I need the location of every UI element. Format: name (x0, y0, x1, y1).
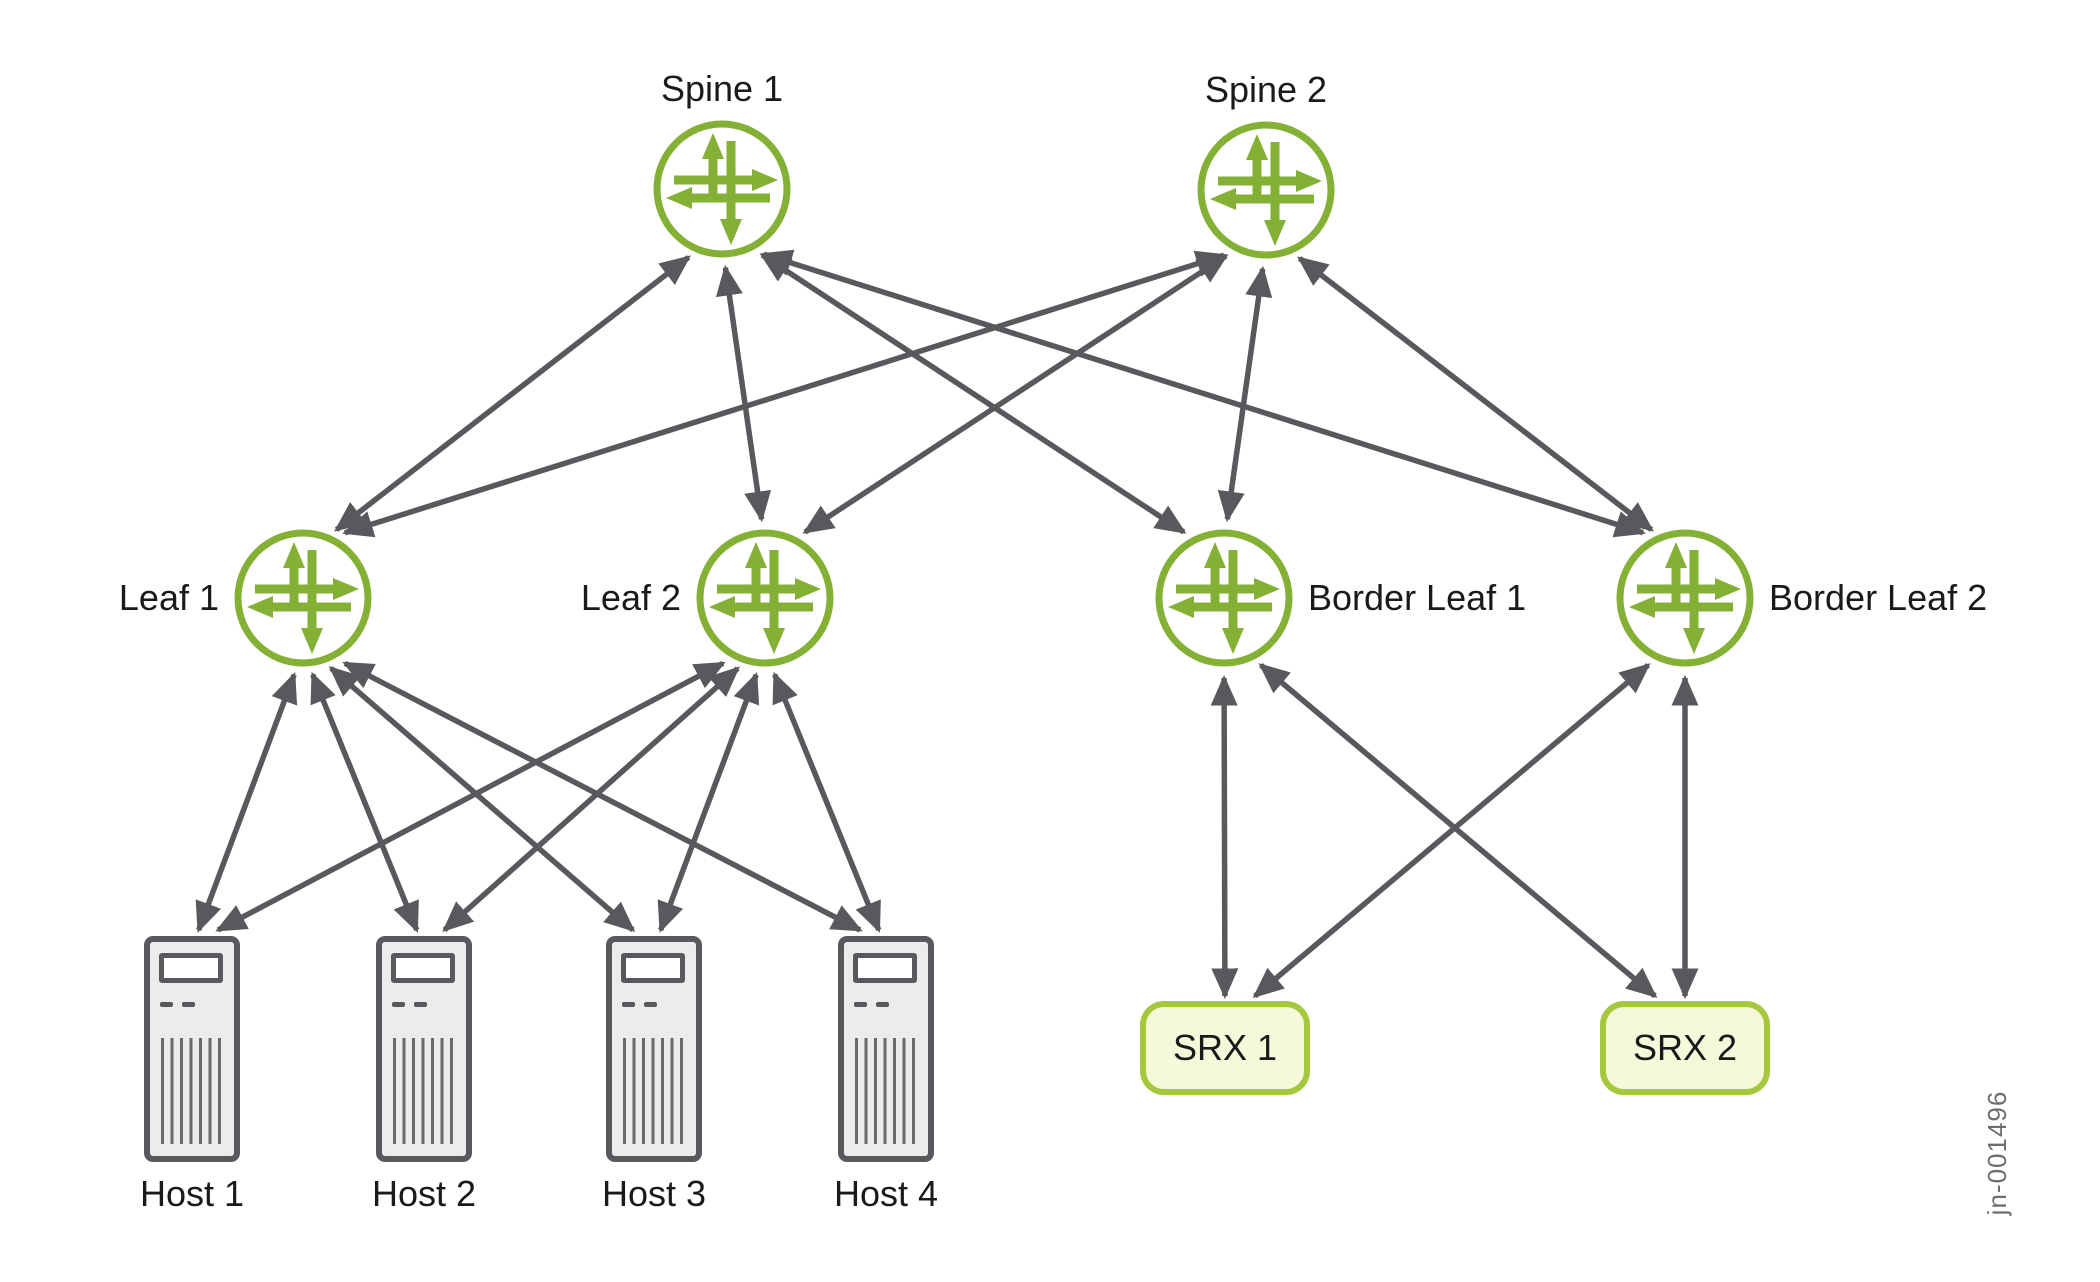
link-leaf2-host4 (772, 671, 882, 933)
server-drive-slot (392, 1002, 405, 1007)
link-spine2-bleaf2 (1297, 256, 1654, 532)
server-vents (393, 1038, 459, 1144)
node-label-spine1: Spine 1 (660, 68, 784, 109)
host-node-host1 (144, 936, 240, 1162)
node-label-bleaf2: Border Leaf 2 (1769, 577, 1988, 618)
server-screen-panel (391, 953, 455, 983)
node-label-spine2: Spine 2 (1204, 69, 1328, 110)
server-drive-slot (876, 1002, 889, 1007)
node-label-host3: Host 3 (601, 1173, 707, 1214)
server-drive-slot (160, 1002, 173, 1007)
link-spine1-bleaf1 (759, 252, 1187, 535)
node-label-leaf1: Leaf 1 (118, 577, 219, 618)
node-label-srx1: SRX 1 (1172, 1027, 1278, 1068)
server-vents (623, 1038, 689, 1144)
router-node-leaf1 (233, 528, 373, 668)
firewall-node-srx1: SRX 1 (1140, 1001, 1310, 1095)
juniper-router-icon (653, 120, 791, 258)
server-screen-panel (853, 953, 917, 983)
server-drive-slot (644, 1002, 657, 1007)
node-label-srx2: SRX 2 (1632, 1027, 1738, 1068)
firewall-node-srx2: SRX 2 (1600, 1001, 1770, 1095)
node-label-bleaf1: Border Leaf 1 (1308, 577, 1527, 618)
server-vents (855, 1038, 921, 1144)
link-spine1-bleaf2 (761, 249, 1646, 538)
node-label-host1: Host 1 (139, 1173, 245, 1214)
node-label-host2: Host 2 (371, 1173, 477, 1214)
host-node-host4 (838, 936, 934, 1162)
link-spine2-bleaf1 (1217, 265, 1273, 523)
server-drive-slot (414, 1002, 427, 1007)
link-leaf1-host2 (310, 671, 420, 933)
server-drive-slot (854, 1002, 867, 1007)
link-bleaf2-srx1 (1252, 663, 1651, 999)
router-node-spine2 (1196, 120, 1336, 260)
link-leaf2-host3 (657, 672, 760, 933)
juniper-router-icon (1616, 529, 1754, 667)
juniper-router-icon (234, 529, 372, 667)
server-screen-panel (621, 953, 685, 983)
node-label-leaf2: Leaf 2 (580, 577, 681, 618)
juniper-router-icon (1155, 529, 1293, 667)
router-node-bleaf1 (1154, 528, 1294, 668)
server-screen-panel (159, 953, 223, 983)
server-vents (161, 1038, 227, 1144)
router-node-leaf2 (695, 528, 835, 668)
host-node-host2 (376, 936, 472, 1162)
link-leaf2-host1 (215, 660, 726, 933)
link-bleaf1-srx2 (1258, 662, 1658, 999)
juniper-router-icon (1197, 121, 1335, 259)
link-spine1-leaf2 (715, 264, 772, 523)
link-spine1-leaf1 (334, 255, 691, 532)
link-spine2-leaf1 (342, 250, 1227, 538)
juniper-router-icon (696, 529, 834, 667)
figure-id-watermark: jn-001496 (1982, 1090, 2012, 1216)
router-node-bleaf2 (1615, 528, 1755, 668)
host-node-host3 (606, 936, 702, 1162)
server-drive-slot (622, 1002, 635, 1007)
server-drive-slot (182, 1002, 195, 1007)
node-label-host4: Host 4 (833, 1173, 939, 1214)
link-spine2-leaf2 (802, 253, 1229, 535)
router-node-spine1 (652, 119, 792, 259)
link-leaf1-host4 (342, 660, 863, 933)
link-bleaf1-srx1 (1210, 674, 1239, 1000)
link-leaf1-host1 (195, 672, 298, 933)
